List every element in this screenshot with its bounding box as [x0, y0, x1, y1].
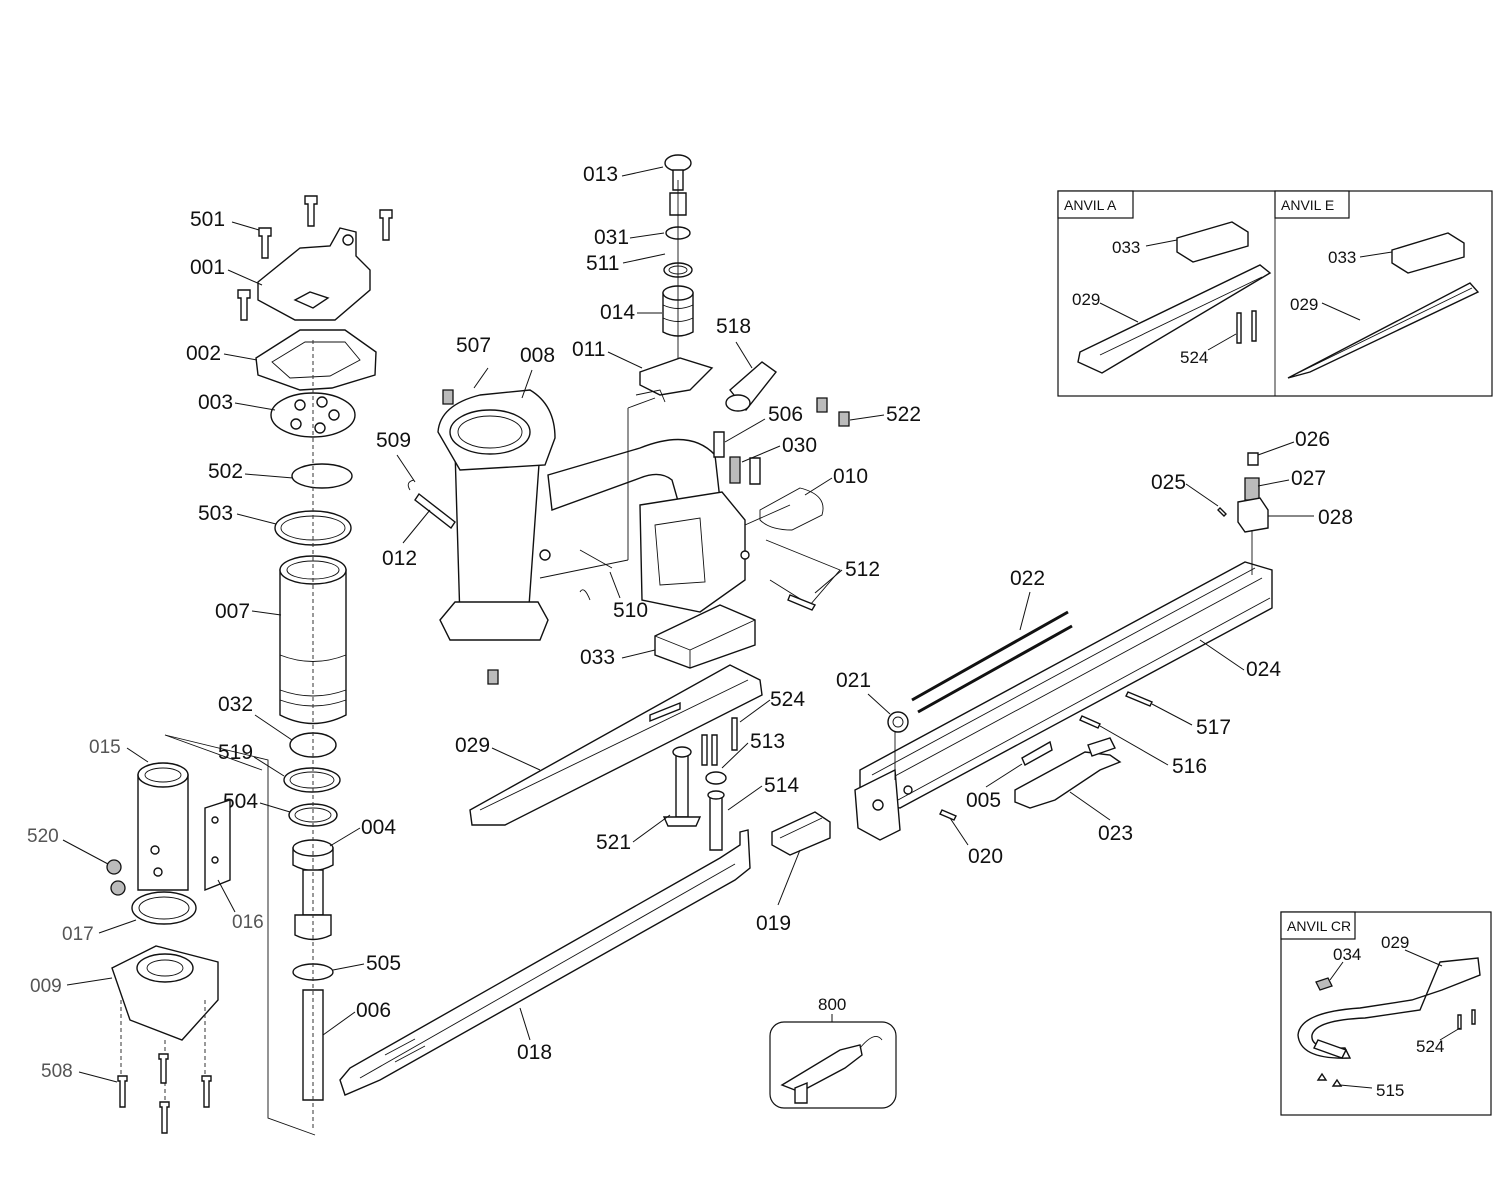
label-520: 520	[27, 826, 59, 847]
label-512: 512	[845, 558, 880, 581]
label-015: 015	[89, 737, 121, 758]
label-516: 516	[1172, 755, 1207, 778]
label-026: 026	[1295, 428, 1330, 451]
label-012: 012	[382, 547, 417, 570]
label-007: 007	[215, 600, 250, 623]
label-504: 504	[223, 790, 258, 813]
label-029-inset-e: 029	[1290, 295, 1318, 314]
label-019: 019	[756, 912, 791, 935]
label-011: 011	[572, 338, 605, 361]
label-029: 029	[455, 734, 490, 757]
label-020: 020	[968, 845, 1003, 868]
label-017: 017	[62, 924, 94, 945]
label-033-inset-e: 033	[1328, 248, 1356, 267]
label-506: 506	[768, 403, 803, 426]
cylinder-stack: 501 001 002 003 502 503 007 032 519 504 …	[164, 195, 401, 1136]
label-013: 013	[583, 163, 618, 186]
label-029-inset-a: 029	[1072, 290, 1100, 309]
label-025: 025	[1151, 471, 1186, 494]
label-032: 032	[218, 693, 253, 716]
label-002: 002	[186, 342, 221, 365]
label-524: 524	[770, 688, 805, 711]
label-009: 009	[30, 976, 62, 997]
label-003: 003	[198, 391, 233, 414]
label-515-inset-cr: 515	[1376, 1081, 1404, 1100]
label-023: 023	[1098, 822, 1133, 845]
anvil-group: 033 029 524 513 514 521	[455, 604, 805, 854]
label-005: 005	[966, 789, 1001, 812]
magazine-group: 026 025 027 028 022 024 021 517 516 005 …	[836, 428, 1353, 868]
valve-stem: 013 031 511 014	[583, 154, 694, 360]
label-006: 006	[356, 999, 391, 1022]
housing-group: 507 008 011 518 509 012 506 030 522 010 …	[376, 315, 921, 685]
label-010: 010	[833, 465, 868, 488]
label-033: 033	[580, 646, 615, 669]
label-501: 501	[190, 208, 225, 231]
inset-title-anvil-a: ANVIL A	[1064, 197, 1117, 213]
label-016: 016	[232, 912, 264, 933]
inset-anvil-a-e: ANVIL A ANVIL E 033 029 524 033 029	[1057, 190, 1493, 397]
pusher-bar-018: 018	[339, 829, 751, 1096]
label-510: 510	[613, 599, 648, 622]
label-008: 008	[520, 344, 555, 367]
label-503: 503	[198, 502, 233, 525]
label-514: 514	[764, 774, 799, 797]
label-027: 027	[1291, 467, 1326, 490]
label-034-inset-cr: 034	[1333, 945, 1361, 964]
label-502: 502	[208, 460, 243, 483]
label-511: 511	[586, 252, 619, 275]
label-022: 022	[1010, 567, 1045, 590]
label-507: 507	[456, 334, 491, 357]
label-505: 505	[366, 952, 401, 975]
label-028: 028	[1318, 506, 1353, 529]
valve-group: 015 520 016 017 009 508	[27, 737, 264, 1134]
label-018: 018	[517, 1041, 552, 1064]
label-030: 030	[782, 434, 817, 457]
label-021: 021	[836, 669, 871, 692]
label-513: 513	[750, 730, 785, 753]
label-033-inset-a: 033	[1112, 238, 1140, 257]
label-800: 800	[818, 995, 846, 1014]
label-517: 517	[1196, 716, 1231, 739]
label-518: 518	[716, 315, 751, 338]
label-004: 004	[361, 816, 396, 839]
label-522: 522	[886, 403, 921, 426]
label-031: 031	[594, 226, 629, 249]
label-024: 024	[1246, 658, 1281, 681]
label-519: 519	[218, 741, 253, 764]
parts-019-800: 019 800	[756, 811, 897, 1109]
inset-title-anvil-cr: ANVIL CR	[1287, 918, 1351, 934]
label-508: 508	[41, 1061, 73, 1082]
label-524-inset-a: 524	[1180, 348, 1208, 367]
label-029-inset-cr: 029	[1381, 933, 1409, 952]
label-014: 014	[600, 301, 635, 324]
inset-title-anvil-e: ANVIL E	[1281, 197, 1334, 213]
label-524-inset-cr: 524	[1416, 1037, 1444, 1056]
inset-anvil-cr: ANVIL CR 034 029 524 515	[1280, 911, 1492, 1116]
label-521: 521	[596, 831, 631, 854]
label-001: 001	[190, 256, 225, 279]
label-509: 509	[376, 429, 411, 452]
